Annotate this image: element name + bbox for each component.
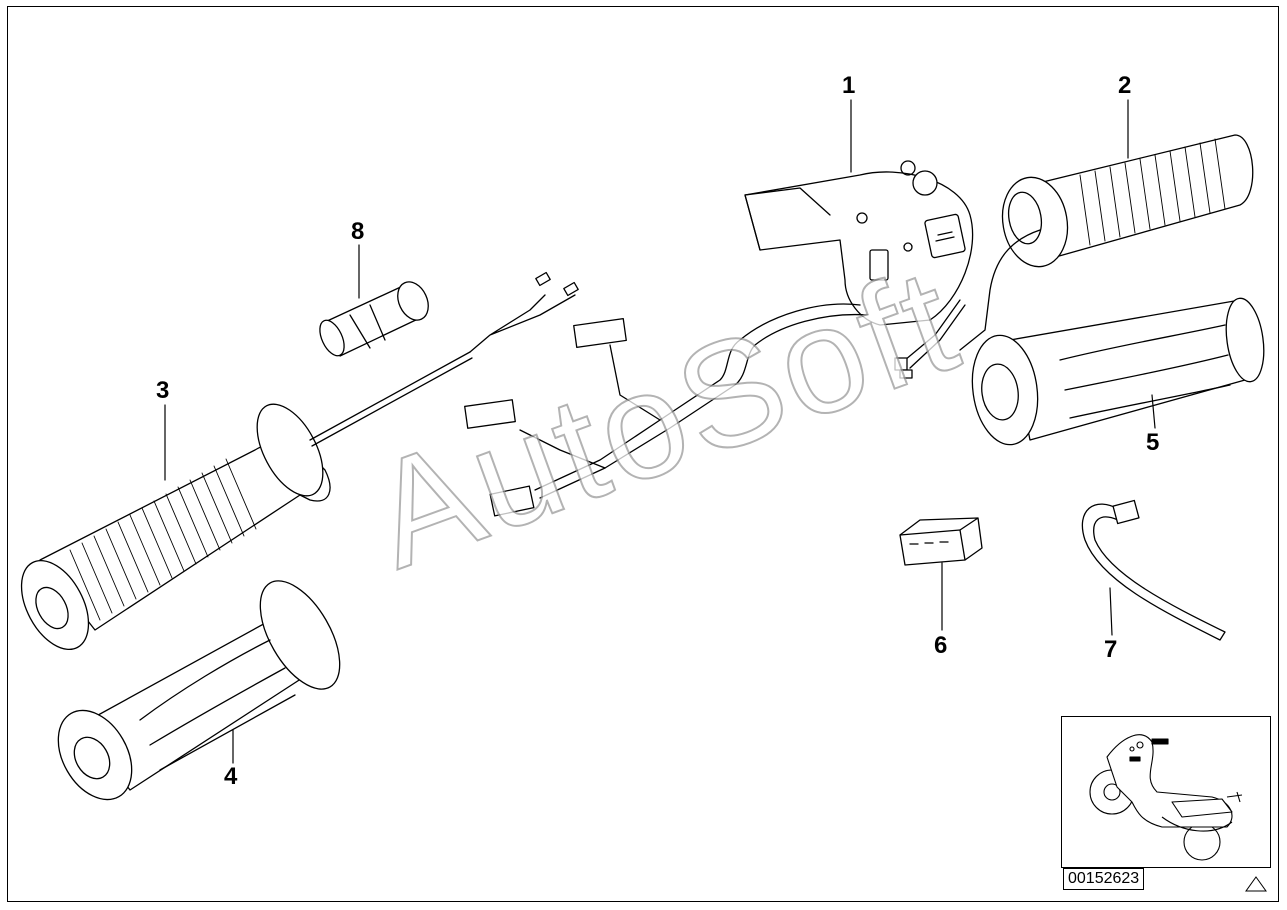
part-2-heated-grip-right (959, 134, 1254, 351)
callout-1: 1 (842, 72, 856, 99)
drawing-number: 00152623 (1063, 868, 1145, 890)
callout-5: 5 (1146, 429, 1160, 456)
callout-6: 6 (934, 632, 948, 659)
part-3-heated-grip-left (20, 271, 579, 651)
part-1-switch-unit (464, 160, 974, 517)
part-4-grip-left (57, 580, 341, 801)
part-6-connector (899, 517, 983, 566)
callout-4: 4 (224, 763, 238, 790)
callout-7: 7 (1104, 636, 1118, 663)
warning-triangle-icon (1245, 876, 1267, 892)
callout-2: 2 (1118, 72, 1132, 99)
part-7-cable-tie (1081, 499, 1226, 641)
leader-lines (164, 99, 1156, 764)
callout-3: 3 (156, 377, 170, 404)
part-8-sleeve (319, 281, 429, 357)
motorcycle-icon (1089, 734, 1243, 861)
part-5-grip-right (971, 297, 1265, 446)
diagram-frame (7, 6, 1279, 902)
callout-8: 8 (351, 218, 365, 245)
motorcycle-location-inset (1061, 716, 1271, 868)
